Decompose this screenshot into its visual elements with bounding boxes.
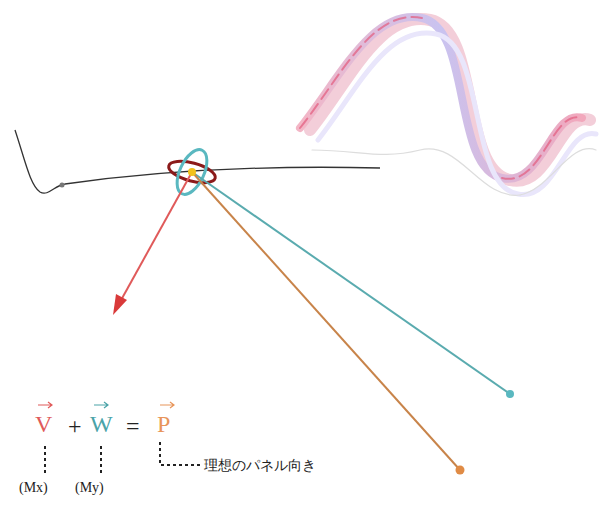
vector-p-tip	[456, 466, 465, 475]
arrowhead-v	[113, 294, 127, 315]
origin-dot	[188, 168, 196, 176]
leader-lines	[45, 442, 200, 474]
operator: +	[68, 414, 82, 438]
path-point	[60, 183, 65, 188]
ring-x	[166, 157, 217, 187]
vector-name: P	[157, 412, 170, 436]
operator: =	[126, 414, 140, 438]
vector-accents	[38, 402, 174, 408]
vector-p	[192, 172, 460, 470]
vector-w	[192, 172, 510, 394]
vector-w-tip	[506, 390, 514, 398]
axis-label: (My)	[75, 481, 104, 495]
axis-label: (Mx)	[19, 481, 48, 495]
vector-name: V	[35, 412, 52, 436]
ring-y	[171, 145, 213, 199]
wave-ribbon	[300, 17, 596, 195]
vector-name: W	[90, 412, 113, 436]
vector-v	[120, 172, 192, 302]
annotation: 理想のパネル向き	[204, 458, 316, 472]
